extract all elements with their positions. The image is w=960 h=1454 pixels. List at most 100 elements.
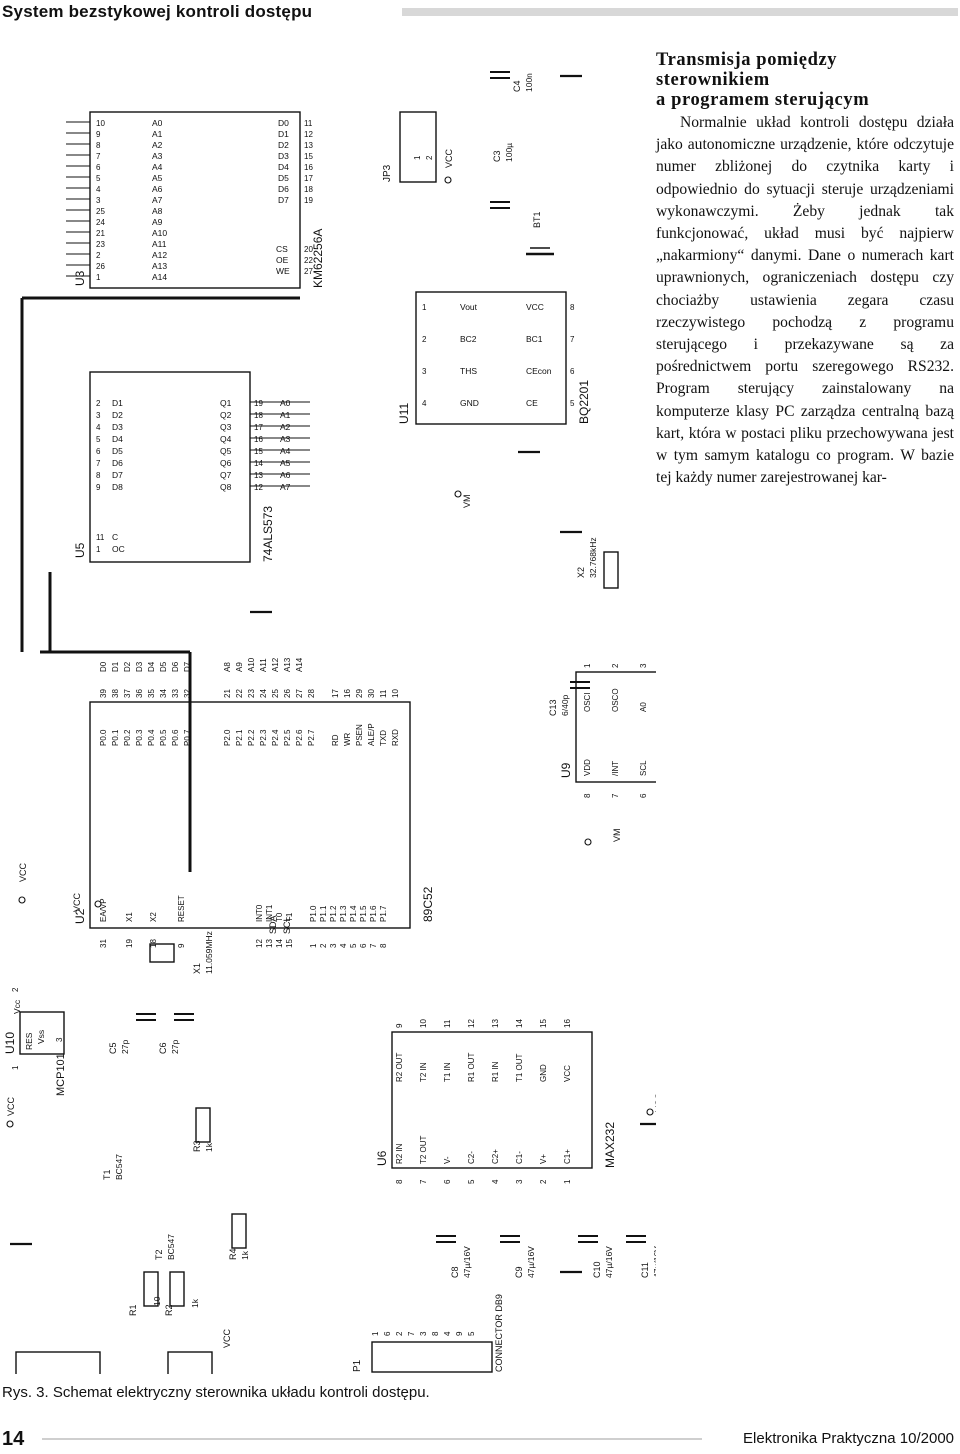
p1-pin-number: 2 bbox=[395, 1331, 404, 1336]
u6-right-label: R1 IN bbox=[491, 1061, 500, 1082]
u2-vcc-label: VCC bbox=[72, 892, 82, 912]
u9-right-number: 1 bbox=[583, 663, 592, 668]
r4-body bbox=[231, 1213, 247, 1249]
r3-ref: R3 bbox=[192, 1140, 202, 1152]
u2-right-number: 22 bbox=[235, 689, 244, 698]
u2-left-number: 14 bbox=[275, 939, 284, 948]
u6-body bbox=[391, 1031, 593, 1169]
c9-value: 47µ/16V bbox=[526, 1246, 536, 1278]
u5-pin-label: D6 bbox=[112, 458, 123, 468]
u2-right-label: PSEN bbox=[355, 724, 364, 746]
u5-q-number: 17 bbox=[254, 423, 263, 432]
u2-bus-label: D7 bbox=[183, 661, 192, 672]
u6-right-number: 11 bbox=[443, 1019, 452, 1028]
r3-body bbox=[195, 1107, 211, 1143]
u5-q-number: 12 bbox=[254, 483, 263, 492]
u2-left-number: 1 bbox=[309, 943, 318, 948]
u10-pin-3: 3 bbox=[55, 1037, 64, 1042]
u6-right-label: R1 OUT bbox=[467, 1053, 476, 1082]
article-heading-line-2: sterownikiem bbox=[656, 70, 770, 90]
u11-right-number: 7 bbox=[570, 335, 575, 344]
u6-left-label: T2 OUT bbox=[419, 1135, 428, 1164]
c13-value: 6/40p bbox=[560, 694, 570, 716]
u6-left-number: 8 bbox=[395, 1179, 404, 1184]
u2-right-label: P0.1 bbox=[111, 729, 120, 746]
u3-pin-number: 1 bbox=[96, 273, 101, 282]
u6-right-number: 12 bbox=[467, 1019, 476, 1028]
u2-bus-label: A9 bbox=[235, 662, 244, 672]
u2-right-number: 34 bbox=[159, 689, 168, 698]
u3-ctrl-number: 22 bbox=[304, 256, 313, 265]
p1-pin-number: 4 bbox=[443, 1331, 452, 1336]
u6-left-label: V+ bbox=[539, 1154, 548, 1164]
u3-pin-label: A6 bbox=[152, 184, 163, 194]
u3-pin-label: A8 bbox=[152, 206, 163, 216]
u5-pin-number: 6 bbox=[96, 447, 101, 456]
jp3-body bbox=[399, 111, 437, 183]
u5-ctrl-label: OC bbox=[112, 544, 125, 554]
u3-ctrl-number: 20 bbox=[304, 245, 313, 254]
u10-body bbox=[19, 1011, 65, 1055]
u3-ctrl-number: 27 bbox=[304, 267, 313, 276]
u11-pin-label: THS bbox=[460, 366, 477, 376]
u2-right-number: 11 bbox=[379, 689, 388, 698]
u6-right-number: 14 bbox=[515, 1019, 524, 1028]
u2-left-number: 18 bbox=[149, 939, 158, 948]
u3-pin-label: A3 bbox=[152, 151, 163, 161]
u5-ctrl-number: 11 bbox=[96, 533, 105, 542]
u2-right-number: 33 bbox=[171, 689, 180, 698]
u5-q-number: 18 bbox=[254, 411, 263, 420]
u3-data-label: D2 bbox=[278, 140, 289, 150]
u6-right-number: 13 bbox=[491, 1019, 500, 1028]
u2-bus-label: A12 bbox=[271, 657, 280, 672]
u6-left-number: 6 bbox=[443, 1179, 452, 1184]
u9-vm-terminal bbox=[584, 838, 592, 846]
u5-out-bus-label: A5 bbox=[280, 458, 291, 468]
footer-rule bbox=[42, 1438, 702, 1440]
u5-pin-label: D1 bbox=[112, 398, 123, 408]
u2-left-number: 9 bbox=[177, 943, 186, 948]
u2-right-label: P2.1 bbox=[235, 729, 244, 746]
u2-right-number: 10 bbox=[391, 689, 400, 698]
u3-data-label: D1 bbox=[278, 129, 289, 139]
u2-right-label: P0.0 bbox=[99, 729, 108, 746]
vm-label: VM bbox=[462, 495, 472, 509]
u2-right-label: ALE/P bbox=[367, 723, 376, 746]
t2-value: BC547 bbox=[166, 1234, 176, 1260]
u5-q-label: Q4 bbox=[220, 434, 232, 444]
article: Transmisja pomiędzy sterownikiem a progr… bbox=[656, 50, 954, 489]
u3-ctrl-label: WE bbox=[276, 266, 290, 276]
u2-right-number: 39 bbox=[99, 689, 108, 698]
u6-left-label: C1- bbox=[515, 1151, 524, 1164]
u11-part: BQ2201 bbox=[577, 380, 591, 424]
u2-part: 89C52 bbox=[421, 886, 435, 922]
u2-left-number: 2 bbox=[319, 943, 328, 948]
x1-ref: X1 bbox=[192, 963, 202, 974]
u11-pin-label: BC2 bbox=[460, 334, 477, 344]
u2-body bbox=[89, 701, 411, 929]
c11-ref: C11 bbox=[640, 1262, 650, 1278]
u5-pin-label: D5 bbox=[112, 446, 123, 456]
u3-data-number: 11 bbox=[304, 119, 313, 128]
u3-data-number: 13 bbox=[304, 141, 313, 150]
u10-pin-1: 1 bbox=[11, 1065, 20, 1070]
x2-value: 32.768kHz bbox=[588, 537, 598, 578]
u2-right-label: WR bbox=[343, 732, 352, 746]
u3-data-label: D3 bbox=[278, 151, 289, 161]
u3-pin-number: 6 bbox=[96, 163, 101, 172]
u2-vcc-terminal bbox=[94, 900, 102, 908]
u2-right-label: P2.4 bbox=[271, 729, 280, 746]
u9-ref: U9 bbox=[559, 762, 573, 778]
u3-body bbox=[89, 111, 301, 289]
u3-pin-number: 2 bbox=[96, 251, 101, 260]
r4-value: 1k bbox=[240, 1250, 250, 1260]
u10-vcc-label: Vcc bbox=[12, 999, 22, 1014]
c10-ref: C10 bbox=[592, 1261, 602, 1278]
x2-crystal bbox=[603, 551, 619, 589]
u2-bus-label: D3 bbox=[135, 661, 144, 672]
u5-pin-number: 7 bbox=[96, 459, 101, 468]
u2-left-number: 4 bbox=[339, 943, 348, 948]
u3-data-number: 17 bbox=[304, 174, 313, 183]
u5-q-number: 13 bbox=[254, 471, 263, 480]
